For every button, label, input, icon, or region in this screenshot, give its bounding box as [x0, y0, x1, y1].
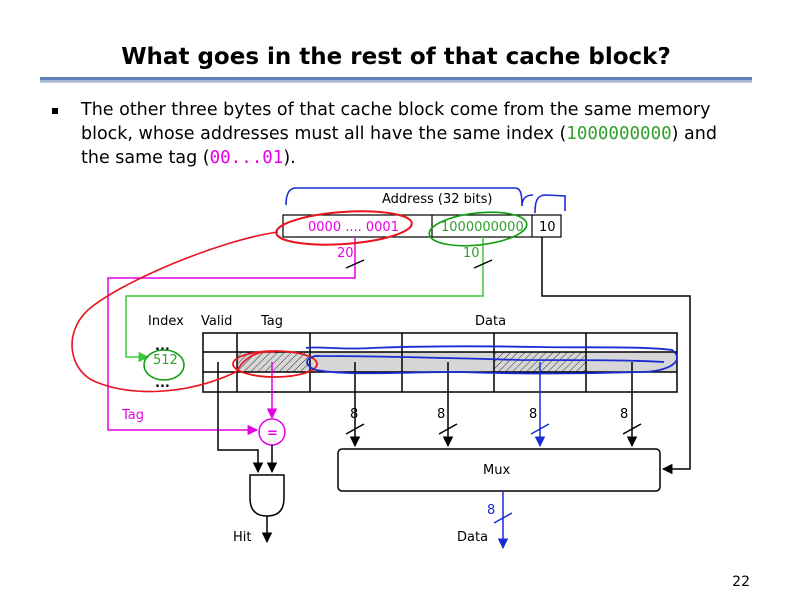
annotation-green-index-circle-512 [143, 349, 185, 381]
byte-width-1: 8 [350, 407, 358, 422]
annotation-blue-bracket [285, 187, 566, 214]
header-tag: Tag [260, 314, 283, 329]
address-register [282, 214, 562, 238]
byte-slash-1 [345, 423, 365, 435]
offset-wire [541, 237, 691, 475]
bullet-text-part3: ). [283, 148, 296, 168]
byte-slash-4 [622, 423, 642, 435]
cache-table [202, 332, 678, 393]
comparator-symbol: = [267, 426, 278, 441]
bullet-marker [52, 108, 58, 114]
annotation-red-curve [71, 231, 279, 393]
tag-hatch [237, 352, 310, 372]
title-rule [40, 77, 752, 83]
index-width-label: 10 [463, 246, 480, 261]
bullet-text: The other three bytes of that cache bloc… [81, 98, 741, 170]
tag-width-slash [345, 259, 365, 269]
index-width-slash [473, 259, 493, 269]
output-slash [493, 512, 513, 524]
tag-input-label: Tag [121, 408, 144, 423]
and-gate [249, 474, 285, 517]
annotation-blue-scribble [305, 345, 678, 375]
dots-top: ... [155, 339, 170, 354]
address-label: Address (32 bits) [382, 192, 492, 207]
header-valid: Valid [201, 314, 232, 329]
slide-title: What goes in the rest of that cache bloc… [121, 44, 671, 70]
table-border [202, 332, 678, 393]
tag-width-label: 20 [337, 246, 354, 261]
byte-slash-3 [530, 423, 550, 435]
mux [337, 448, 661, 492]
index-row-label: 512 [153, 353, 178, 368]
byte-width-3: 8 [529, 407, 537, 422]
header-index: Index [148, 314, 184, 329]
annotation-green-index-circle [428, 211, 528, 247]
byte-width-4: 8 [620, 407, 628, 422]
index-wire [125, 237, 484, 363]
header-data: Data [475, 314, 506, 329]
byte-width-2: 8 [437, 407, 445, 422]
page-number: 22 [732, 574, 750, 590]
byte-slash-2 [438, 423, 458, 435]
bullet-text-part1: The other three bytes of that cache bloc… [81, 100, 711, 144]
data-output-label: Data [457, 530, 488, 545]
mux-label: Mux [483, 463, 510, 478]
address-tag-field: 0000 .... 0001 [308, 220, 399, 235]
address-index-field: 1000000000 [441, 220, 524, 235]
hit-label: Hit [233, 530, 251, 545]
dots-bottom: ... [155, 376, 170, 391]
annotation-red-tag-cell-circle [232, 350, 318, 378]
address-offset-field: 10 [539, 220, 556, 235]
bullet-tag-value: 00...01 [209, 148, 284, 168]
bullet-text-part2: ) and the same tag ( [81, 124, 717, 168]
valid-wire [217, 362, 264, 474]
output-width-label: 8 [487, 503, 495, 518]
bullet-index-value: 1000000000 [566, 124, 672, 144]
